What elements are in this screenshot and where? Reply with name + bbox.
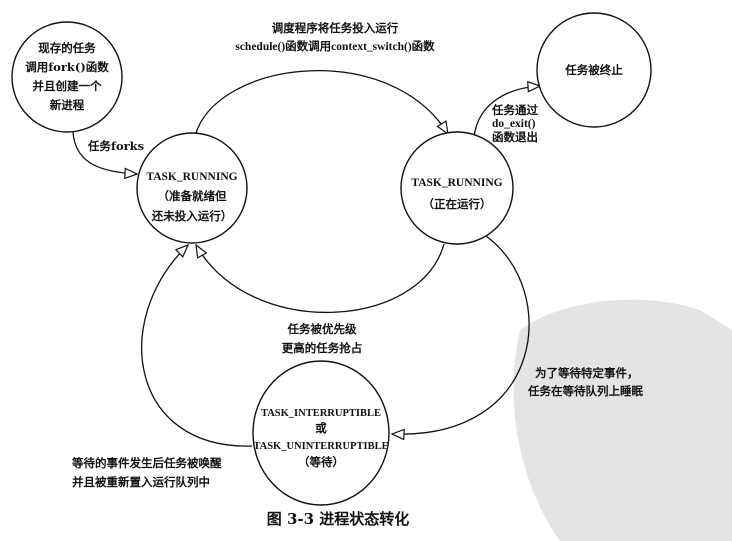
edge-fork-to-ready — [72, 131, 137, 174]
node-waiting: TASK_INTERRUPTIBLE 或 TASK_UNINTERRUPTIBL… — [252, 360, 390, 506]
node-waiting-state: TASK_UNINTERRUPTIBLE — [253, 441, 388, 452]
label-sleep: 为了等待特定事件， — [535, 366, 639, 380]
label-wakeup: 等待的事件发生后任务被唤醒 — [71, 456, 222, 470]
label-schedule: schedule()函数调用context_switch()函数 — [235, 39, 435, 53]
label-preempt: 更高的任务抢占 — [282, 341, 363, 355]
watermark-seal — [513, 299, 732, 541]
node-waiting-state: TASK_INTERRUPTIBLE — [261, 408, 381, 419]
label-sleep: 任务在等待队列上睡眠 — [527, 384, 643, 398]
node-running-line: （正在运行） — [423, 197, 492, 211]
node-running: TASK_RUNNING （正在运行） — [400, 131, 514, 245]
node-ready-state: TASK_RUNNING — [146, 171, 237, 183]
label-exit: do_exit() — [492, 118, 536, 130]
edge-ready-to-running — [195, 70, 448, 134]
figure-caption: 图 3-3 进程状态转化 — [267, 510, 410, 528]
node-ready-line: 还未投入运行） — [151, 209, 233, 223]
node-terminated: 任务被终止 — [536, 12, 652, 128]
label-exit: 任务通过 — [491, 103, 538, 117]
node-terminated-label: 任务被终止 — [564, 63, 623, 77]
label-exit: 函数退出 — [492, 130, 538, 144]
edge-waiting-to-ready — [141, 245, 253, 447]
label-preempt: 任务被优先级 — [287, 322, 357, 336]
node-waiting-line: （等待） — [298, 455, 344, 469]
node-ready-line: （准备就绪但 — [158, 189, 227, 203]
node-waiting-or: 或 — [315, 421, 327, 435]
node-fork-line: 新进程 — [50, 98, 85, 112]
edge-running-to-waiting — [392, 235, 530, 434]
node-ready: TASK_RUNNING （准备就绪但 还未投入运行） — [136, 132, 248, 244]
edge-running-to-ready — [196, 244, 445, 314]
node-fork-line: 调用fork()函数 — [25, 60, 109, 74]
label-wakeup: 并且被重新置入运行队列中 — [72, 475, 210, 489]
node-fork-line: 并且创建一个 — [33, 79, 102, 93]
node-running-state: TASK_RUNNING — [411, 177, 502, 189]
edge-running-to-terminated — [473, 86, 540, 138]
label-fork: 任务forks — [87, 139, 144, 153]
label-schedule: 调度程序将任务投入运行 — [272, 21, 399, 35]
node-fork: 现存的任务 调用fork()函数 并且创建一个 新进程 — [11, 21, 123, 133]
node-fork-line: 现存的任务 — [38, 41, 96, 55]
